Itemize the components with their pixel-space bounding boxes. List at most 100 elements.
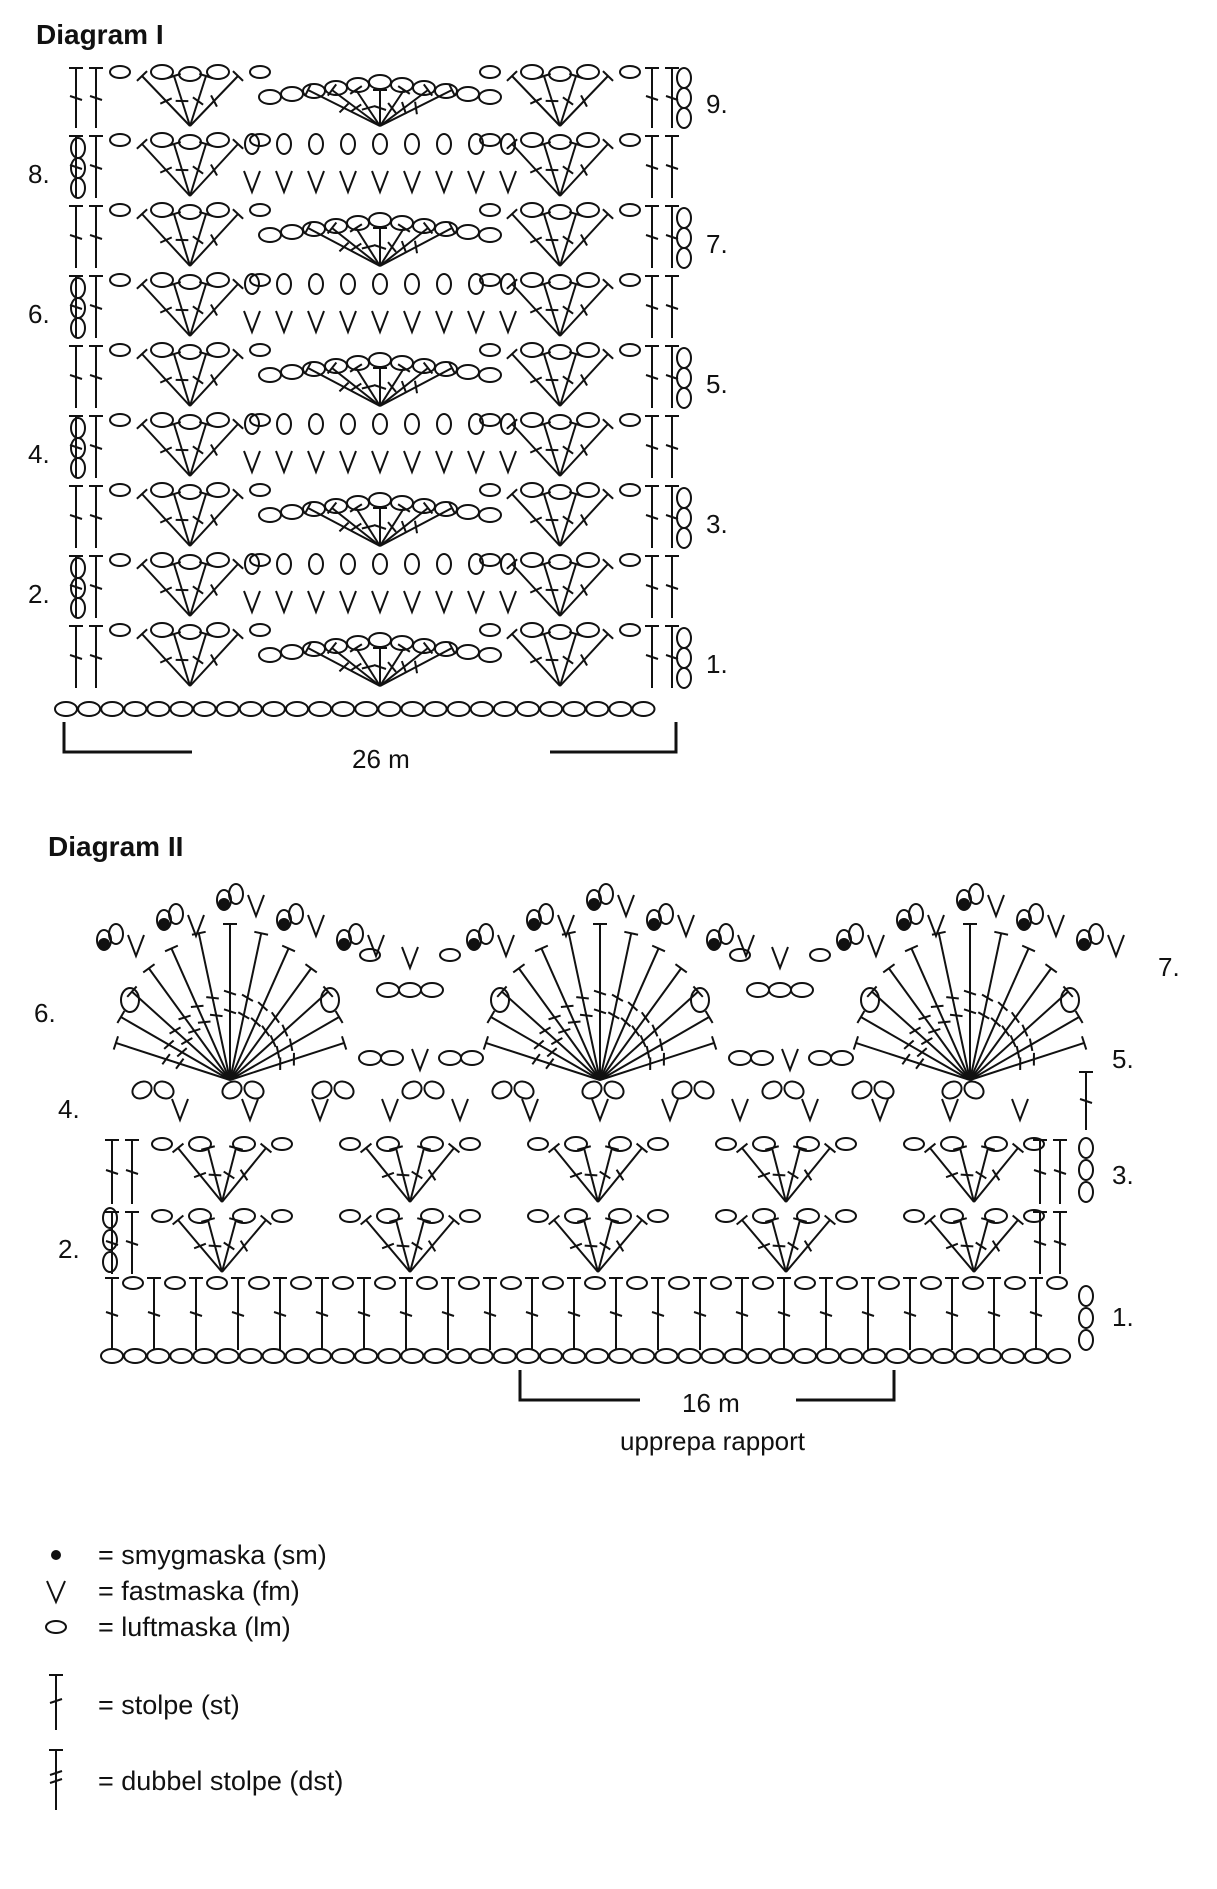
chain-stitch-icon bbox=[479, 133, 501, 147]
chain-stitch-icon bbox=[346, 77, 370, 93]
stitch-top bbox=[422, 221, 434, 235]
d1-row-label-7: 7. bbox=[706, 229, 728, 259]
stitch-bar bbox=[533, 1039, 545, 1050]
treble-icon bbox=[189, 350, 213, 407]
chain-stitch-icon bbox=[308, 133, 324, 155]
chain-stitch-icon bbox=[70, 597, 86, 619]
treble-icon bbox=[136, 418, 191, 477]
stitch-top bbox=[537, 210, 551, 218]
treble-icon bbox=[89, 275, 103, 338]
d1-span-bracket bbox=[62, 722, 678, 754]
treble-icon bbox=[559, 420, 583, 477]
chain-stitch-icon bbox=[108, 923, 124, 945]
stitch-bar bbox=[546, 1047, 558, 1058]
chain-stitch-icon bbox=[249, 273, 271, 287]
double-treble-icon bbox=[599, 1035, 718, 1081]
treble-icon bbox=[559, 348, 614, 407]
chain-stitch-icon bbox=[598, 883, 614, 905]
chain-stitch-icon bbox=[206, 342, 230, 358]
stitch-top bbox=[304, 963, 318, 974]
chain-stitch-icon bbox=[398, 982, 422, 998]
chain-stitch-icon bbox=[500, 1276, 522, 1290]
stitch-bar bbox=[281, 1024, 289, 1037]
chain-stitch-icon bbox=[456, 86, 480, 102]
stitch-bar bbox=[180, 1037, 193, 1046]
stitch-bar bbox=[665, 304, 679, 310]
treble-icon bbox=[506, 208, 561, 267]
chain-stitch-icon bbox=[676, 667, 692, 689]
stitch-bar bbox=[529, 376, 543, 384]
chain-stitch-icon bbox=[376, 982, 400, 998]
chain-stitch-icon bbox=[848, 923, 864, 945]
stitch-top bbox=[931, 930, 946, 936]
chain-stitch-icon bbox=[459, 1137, 481, 1151]
stitch-stem bbox=[229, 967, 312, 1081]
chain-stitch-icon bbox=[920, 1276, 942, 1290]
chain-stitch-icon bbox=[793, 1348, 817, 1364]
treble-icon bbox=[537, 420, 561, 477]
stitch-top bbox=[303, 83, 313, 97]
chain-stitch-icon bbox=[290, 1276, 312, 1290]
d1-row-label-4: 4. bbox=[28, 439, 50, 469]
stitch-top bbox=[397, 363, 411, 373]
stitch-stem bbox=[518, 967, 601, 1081]
stitch-bar bbox=[550, 1037, 563, 1046]
stitch-bar bbox=[529, 166, 543, 174]
diagram-2: Diagram II 6. 4. 2. 7. 5. 3. 1. 16 m upp… bbox=[34, 831, 1180, 1456]
stitch-top bbox=[602, 628, 614, 640]
stitch-bar bbox=[89, 374, 103, 380]
stitch-bar bbox=[89, 444, 103, 450]
stitch-stem bbox=[599, 967, 682, 1081]
chain-stitch-icon bbox=[339, 1137, 361, 1151]
single-crochet-icon bbox=[371, 170, 389, 195]
stitch-bar bbox=[615, 1169, 625, 1181]
treble-icon bbox=[189, 280, 213, 337]
chain-stitch-icon bbox=[548, 66, 572, 82]
stitch-bar bbox=[192, 515, 204, 525]
chain-stitch-icon bbox=[102, 1229, 118, 1251]
stitch-top bbox=[736, 1214, 748, 1226]
chain-stitch-icon bbox=[109, 65, 131, 79]
chain-stitch-icon bbox=[169, 701, 194, 717]
chain-stitch-icon bbox=[479, 413, 501, 427]
treble-icon bbox=[441, 1277, 455, 1350]
d2-row-label-3: 3. bbox=[1112, 1160, 1134, 1190]
chain-stitch-icon bbox=[249, 623, 271, 637]
treble-icon bbox=[645, 625, 659, 688]
treble-icon bbox=[379, 501, 457, 547]
treble-icon bbox=[777, 1277, 791, 1350]
chain-stitch-icon bbox=[520, 64, 544, 80]
chain-stitch-icon bbox=[354, 1348, 379, 1364]
single-crochet-icon bbox=[435, 170, 453, 195]
chain-stitch-icon bbox=[332, 1276, 354, 1290]
stitch-top bbox=[602, 70, 614, 82]
stitch-bar bbox=[593, 1008, 607, 1015]
chain-stitch-icon bbox=[977, 1348, 1002, 1364]
treble-icon bbox=[665, 485, 679, 548]
chain-stitch-icon bbox=[280, 224, 304, 240]
double-treble-icon bbox=[229, 985, 334, 1081]
double-treble-icon bbox=[229, 1035, 348, 1081]
slip-stitch-icon bbox=[218, 898, 230, 910]
stitch-top bbox=[1081, 1035, 1088, 1050]
stitch-stem bbox=[888, 967, 971, 1081]
chain-stitch-icon bbox=[903, 1137, 925, 1151]
treble-icon bbox=[167, 560, 191, 617]
double-treble-icon bbox=[229, 944, 296, 1081]
chain-stitch-icon bbox=[490, 987, 510, 1013]
d1-row-label-9: 9. bbox=[706, 89, 728, 119]
stitch-bar bbox=[161, 1053, 171, 1065]
chain-stitch-icon bbox=[479, 623, 501, 637]
stitch-bar bbox=[557, 1028, 571, 1034]
chain-stitch-icon bbox=[376, 1208, 400, 1224]
stitch-top bbox=[167, 350, 181, 358]
treble-icon bbox=[665, 555, 679, 618]
stitch-bar bbox=[960, 1173, 974, 1177]
single-crochet-icon bbox=[187, 914, 205, 939]
treble-icon bbox=[537, 560, 561, 617]
chain-stitch-icon bbox=[542, 1276, 564, 1290]
chain-stitch-icon bbox=[178, 134, 202, 150]
stitch-top bbox=[349, 503, 363, 513]
stitch-bar bbox=[441, 1311, 455, 1317]
